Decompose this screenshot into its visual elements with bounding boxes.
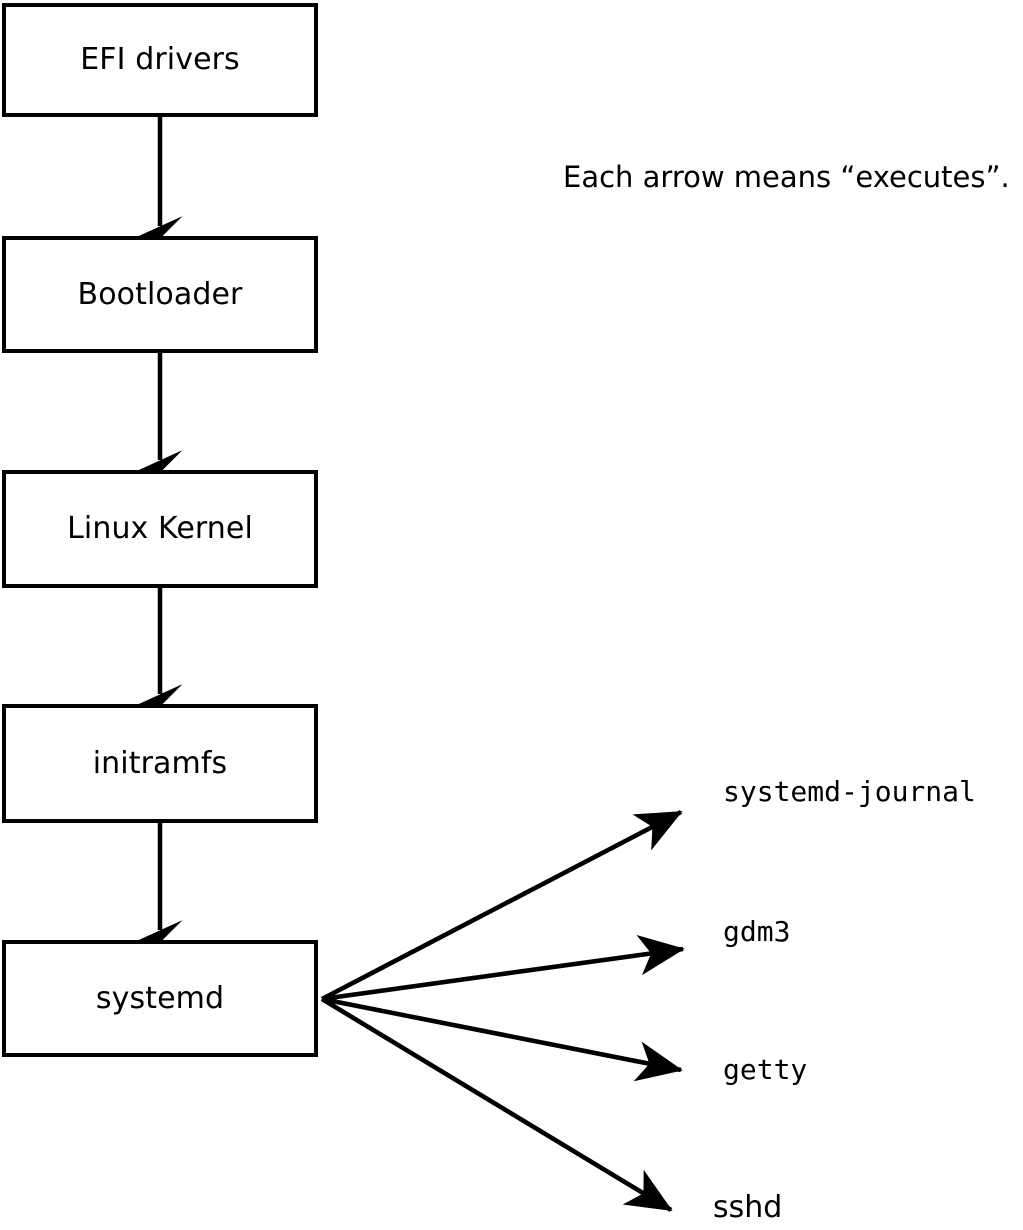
fanout-arrow-gdm3 bbox=[321, 935, 685, 1002]
legend-annotation: Each arrow means “executes”. bbox=[563, 160, 1010, 194]
stage-box-efi-drivers[interactable]: EFI drivers bbox=[2, 3, 318, 117]
service-label-systemd-journal[interactable]: systemd-journal bbox=[723, 775, 976, 808]
stage-box-initramfs[interactable]: initramfs bbox=[2, 704, 318, 823]
stage-box-systemd[interactable]: systemd bbox=[2, 940, 318, 1057]
stage-label-bootloader: Bootloader bbox=[77, 276, 243, 312]
fanout-arrow-getty bbox=[321, 996, 683, 1082]
stage-label-linux-kernel: Linux Kernel bbox=[67, 511, 253, 546]
service-label-sshd[interactable]: sshd bbox=[713, 1190, 783, 1225]
stage-label-efi-drivers: EFI drivers bbox=[80, 42, 240, 77]
service-label-getty[interactable]: getty bbox=[723, 1053, 808, 1086]
stage-box-linux-kernel[interactable]: Linux Kernel bbox=[2, 470, 318, 588]
stage-label-systemd: systemd bbox=[95, 980, 225, 1016]
fanout-arrow-sshd bbox=[320, 997, 673, 1212]
service-label-gdm3[interactable]: gdm3 bbox=[723, 915, 791, 948]
stage-box-bootloader[interactable]: Bootloader bbox=[2, 236, 318, 353]
stage-label-initramfs: initramfs bbox=[92, 745, 228, 781]
fanout-arrow-systemd-journal bbox=[320, 809, 683, 1002]
